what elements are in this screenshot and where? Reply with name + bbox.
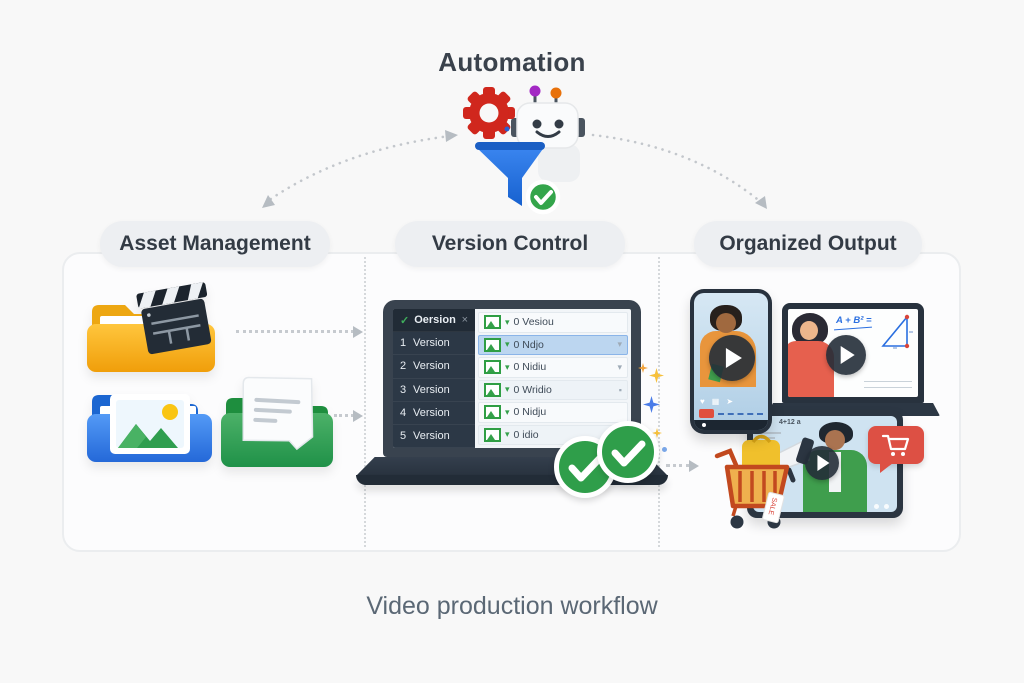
arrowhead-right-down — [755, 196, 767, 209]
caret-down-icon: ▾ — [505, 316, 510, 327]
shopping-bubble — [868, 426, 924, 473]
arc-to-assets — [263, 134, 452, 205]
divider-left — [364, 257, 366, 547]
creator-face — [716, 313, 736, 333]
arrow-versioning-to-output — [666, 459, 699, 472]
progress-line[interactable] — [718, 413, 763, 415]
social-video-screen: ♥ ▦ ➤ — [694, 293, 768, 430]
caret-down-icon: ▾ — [617, 361, 622, 372]
label-organized-output: Organized Output — [694, 221, 922, 267]
version-row[interactable]: ▾ 0 Nidiu ▾ — [478, 357, 628, 378]
version-tab[interactable]: ✓ Oersion × — [393, 309, 475, 333]
automation-robot-icon — [463, 85, 585, 215]
thumbnail-icon — [484, 337, 501, 352]
heart-icon[interactable]: ♥ — [700, 397, 705, 406]
sidebar-row[interactable]: 1 Version — [393, 332, 475, 356]
version-row[interactable]: ▾ 0 Nidju — [478, 402, 628, 423]
thumbnail-icon — [484, 315, 501, 330]
arrowhead-left-up — [445, 130, 458, 142]
thumbnail-icon — [484, 360, 501, 375]
document-icon — [242, 376, 314, 451]
grid-icon[interactable]: ▦ — [711, 397, 720, 406]
version-app: ✓ Oersion × 1 Version 2 Version 3 Versio… — [393, 309, 631, 448]
play-button[interactable] — [709, 335, 755, 381]
triangle-diagram-icon — [881, 314, 913, 349]
play-button[interactable] — [805, 446, 839, 480]
presenter-face — [800, 321, 818, 340]
sparkle-icon — [638, 363, 648, 373]
phone-dot — [702, 423, 706, 427]
caret-down-icon: ▾ — [505, 406, 510, 417]
share-icon[interactable]: ➤ — [726, 397, 734, 406]
images-folder-icon — [87, 394, 212, 462]
sidebar-row[interactable]: 3 Version — [393, 379, 475, 402]
funnel-icon — [475, 142, 545, 206]
announcer-face — [825, 430, 845, 450]
svg-text:SALE: SALE — [767, 497, 778, 516]
arc-to-output — [591, 133, 764, 205]
version-list: ▾ 0 Vesiou ▾ 0 Ndjo ▾ ▾ 0 Nidiu ▾ — [475, 309, 631, 448]
sparkle-dot — [662, 447, 667, 452]
formula-underline — [834, 326, 872, 331]
sidebar-row[interactable]: 4 Version — [393, 402, 475, 425]
automation-title: Automation — [438, 47, 586, 77]
check-icon: ✓ — [400, 314, 410, 327]
caret-down-icon: ▾ — [505, 429, 510, 440]
note-line — [761, 432, 781, 434]
thumbnail-icon — [484, 405, 501, 420]
social-icons: ♥ ▦ ➤ — [700, 397, 764, 406]
automation-arrows — [262, 130, 767, 209]
price-tag: SALE — [762, 491, 785, 524]
play-icon — [725, 348, 742, 368]
play-icon — [817, 455, 830, 471]
diagram-caption: Video production workflow — [366, 592, 658, 620]
photo-icon — [110, 394, 190, 454]
note-text: 4+12 a — [779, 419, 801, 426]
caret-down-icon: ▾ — [505, 361, 510, 372]
box-icon: ▪ — [618, 384, 622, 395]
version-control-laptop: ✓ Oersion × 1 Version 2 Version 3 Versio… — [383, 300, 641, 457]
check-badge-icon — [525, 179, 561, 215]
phone-bottom-bar — [694, 420, 768, 430]
arrow-script-to-versioning — [334, 409, 363, 422]
video-folder-icon — [87, 282, 215, 372]
clapperboard-icon — [136, 282, 212, 355]
thumbnail-icon — [484, 427, 501, 442]
version-sidebar: ✓ Oersion × 1 Version 2 Version 3 Versio… — [393, 309, 475, 448]
version-row[interactable]: ▾ 0 Vesiou — [478, 312, 628, 333]
arrowhead-left-down — [262, 195, 275, 208]
caret-down-icon: ▾ — [505, 384, 510, 395]
approved-check-icon — [597, 421, 659, 483]
close-icon[interactable]: × — [461, 314, 468, 327]
cart-icon — [881, 434, 910, 456]
arrow-video-to-versioning — [236, 325, 363, 338]
laptop-base-lip — [356, 475, 668, 485]
caret-down-icon: ▾ — [505, 339, 510, 350]
script-folder-icon — [221, 376, 333, 467]
thumbnail-icon — [484, 382, 501, 397]
formula-text: A + B² = — [836, 315, 872, 326]
play-button[interactable] — [826, 335, 866, 375]
label-version-control: Version Control — [395, 221, 625, 267]
output-phone: ♥ ▦ ➤ — [690, 289, 772, 434]
notes-lines — [864, 376, 912, 388]
divider-right — [658, 257, 660, 547]
robot-icon — [511, 85, 585, 182]
tutorial-video-screen: A + B² = — [788, 309, 918, 397]
play-icon — [840, 346, 855, 364]
tablet-buttons — [874, 504, 889, 509]
record-chip — [699, 409, 714, 418]
gear-icon — [463, 87, 515, 139]
label-asset-management: Asset Management — [100, 221, 330, 267]
caret-down-icon: ▾ — [617, 339, 622, 350]
sparkle-icon — [652, 428, 662, 438]
sidebar-row[interactable]: 5 Version — [393, 425, 475, 448]
output-laptop: A + B² = — [782, 303, 924, 403]
version-row[interactable]: ▾ 0 Wridio ▪ — [478, 379, 628, 400]
shopping-cart-icon: SALE — [714, 434, 790, 529]
sidebar-row[interactable]: 2 Version — [393, 355, 475, 379]
version-row-selected[interactable]: ▾ 0 Ndjo ▾ — [478, 334, 628, 355]
